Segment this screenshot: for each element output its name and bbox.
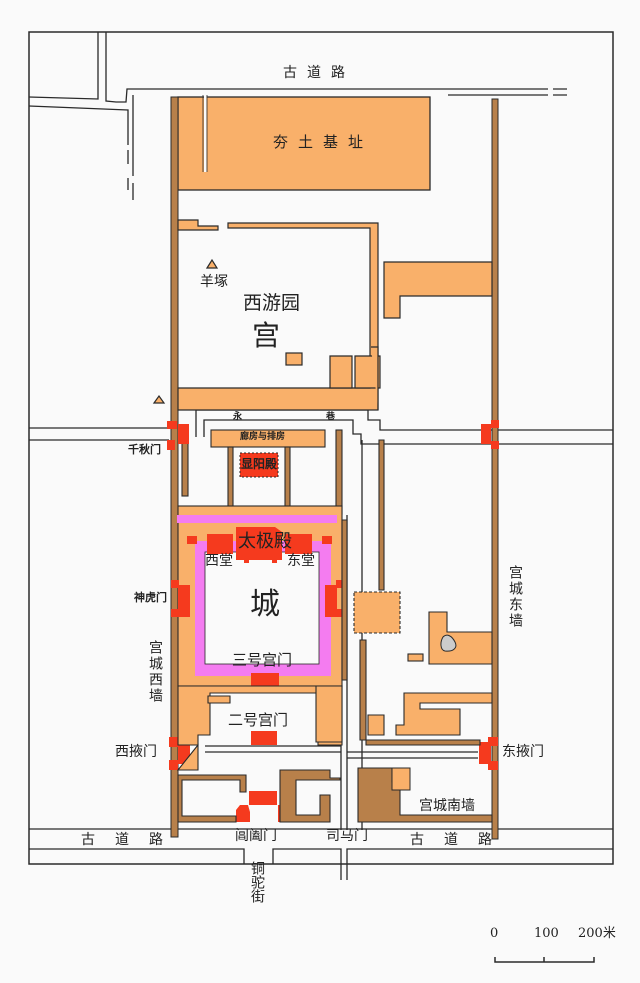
east-hall-label: 东堂 xyxy=(287,553,315,569)
road-south-west-label: 古道路 xyxy=(81,832,183,848)
city-label: 城 xyxy=(250,587,280,622)
shenhu-gate-label: 神虎门 xyxy=(134,591,167,604)
second-palace-gate-label: 二号宫门 xyxy=(228,711,289,729)
xiyou-garden-label: 西游园 xyxy=(243,292,301,314)
tongtuo-street-label: 铜驼街 xyxy=(249,861,265,903)
east-ye-gate-label: 东掖门 xyxy=(502,744,544,760)
west-ye-gate-label: 西掖门 xyxy=(115,744,157,760)
yang-zhong-label: 羊塚 xyxy=(200,274,228,290)
road-south-east-label: 古道路 xyxy=(410,832,512,848)
qianqiu-gate-label: 千秋门 xyxy=(128,443,161,456)
yong-xiang-label-2: 巷 xyxy=(326,412,336,422)
west-hall-label: 西堂 xyxy=(205,553,233,569)
scale-tick-100: 100 xyxy=(534,926,559,941)
xianyang-hall-label: 显阳殿 xyxy=(241,457,278,471)
sima-gate-label: 司马门 xyxy=(326,828,368,844)
scale-tick-200: 200米 xyxy=(578,926,616,941)
south-wall-label: 宫城南墙 xyxy=(419,798,475,814)
taiji-hall-label: 太极殿 xyxy=(238,531,292,552)
corridor-label: 廊房与排房 xyxy=(240,432,286,442)
third-palace-gate-label: 三号宫门 xyxy=(232,651,293,669)
east-wall-label: 宫城东墙 xyxy=(507,565,523,629)
palace-label: 宫 xyxy=(252,319,281,352)
scale-bar xyxy=(494,957,595,963)
scale-tick-0: 0 xyxy=(490,926,499,941)
west-wall-label: 宫城西墙 xyxy=(147,640,163,704)
yong-xiang-label: 永 xyxy=(233,412,243,422)
rammed-earth-site-label: 夯土基址 xyxy=(273,133,374,151)
road-north-label: 古道路 xyxy=(283,65,355,81)
changhe-gate-label: 阊阖门 xyxy=(235,828,277,844)
